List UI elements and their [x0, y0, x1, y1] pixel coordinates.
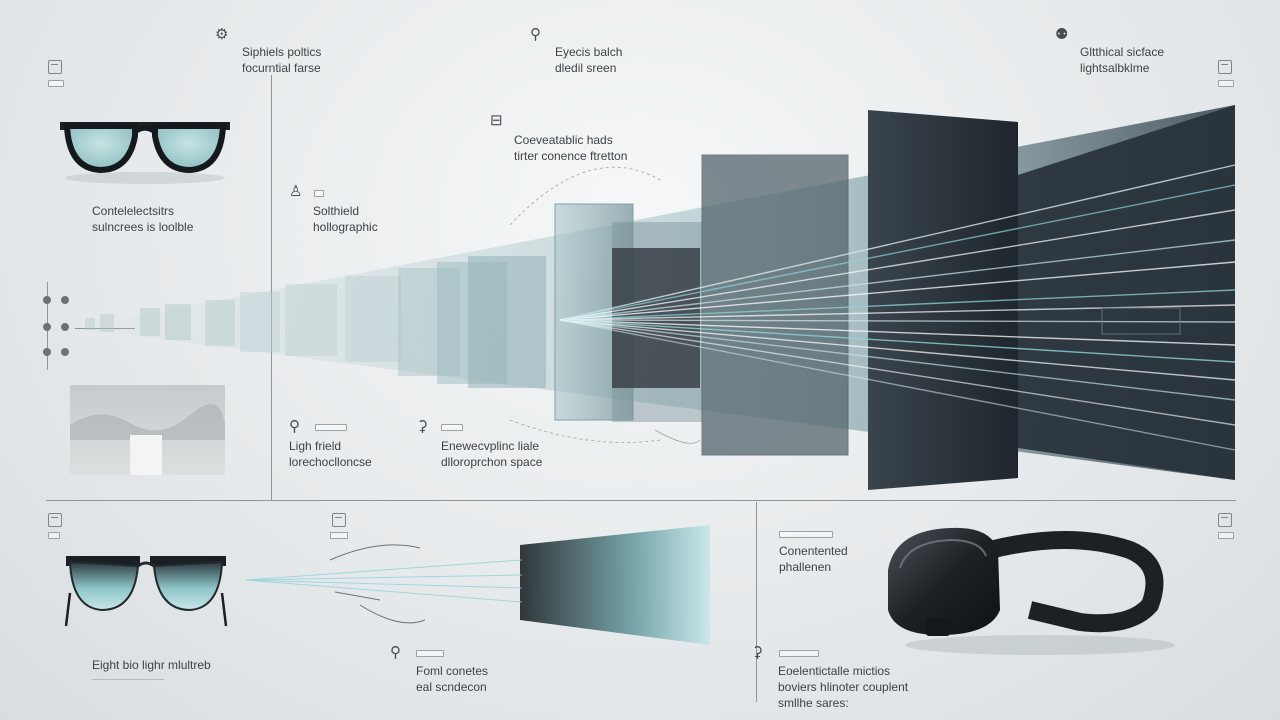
- ligh-label: Ligh frield lorechoclloncse: [289, 439, 372, 469]
- label-underline: [92, 679, 164, 680]
- info-icon: ⊟: [490, 112, 503, 129]
- frame-icon: [48, 513, 62, 527]
- dot[interactable]: [61, 296, 69, 304]
- dot[interactable]: [43, 323, 51, 331]
- contelet-label: Contelelectsitrs sulncrees is loolble: [92, 204, 194, 234]
- frame-icon: [48, 60, 62, 74]
- guthical-label: Gltthical sicface lightsalbklme: [1080, 45, 1165, 75]
- lens-icon: ⚲: [289, 418, 300, 435]
- frame-icon: [332, 513, 346, 527]
- label-tag: [48, 80, 64, 87]
- dot[interactable]: [43, 296, 51, 304]
- label-tag: [315, 424, 347, 431]
- label-tag: [779, 650, 819, 657]
- label-tag: [48, 532, 60, 539]
- solthield-label: Solthield hollographic: [313, 204, 378, 234]
- label-tag: [441, 424, 463, 431]
- eyecis-label: Eyecis balch dledil sreen: [555, 45, 623, 75]
- eye-icon: ⚳: [417, 418, 428, 435]
- contented-label: Conentented phallenen: [779, 544, 848, 574]
- label-tag: [330, 532, 348, 539]
- foml-label: Foml conetes eal scndecon: [416, 664, 489, 694]
- eight-label: Eight bio lighr mlultreb: [92, 658, 211, 672]
- lens-icon: ⚲: [530, 26, 541, 43]
- frame-icon: [1218, 60, 1232, 74]
- dot[interactable]: [61, 323, 69, 331]
- person-icon: ♙: [289, 183, 303, 200]
- optics-label: Siphiels poltics focurntial farse: [242, 45, 322, 75]
- beam-visual-small: [244, 525, 710, 645]
- enewe-label: Enewecvplinc liale dlloroprchon space: [441, 439, 543, 469]
- eoelentical-label: Eoelentictalle mictios boviers hlinoter …: [778, 664, 909, 710]
- coevaetabic-label: Coeveatablic hads tirter conence ftretto…: [514, 133, 628, 163]
- gear-icon: ⚙: [215, 26, 229, 43]
- label-tag: [1218, 532, 1234, 539]
- divider: [271, 75, 272, 500]
- vr-headset-icon: [888, 527, 1175, 655]
- glasses-icon: [60, 122, 230, 184]
- landscape-image: [70, 385, 225, 475]
- divider: [46, 500, 1236, 501]
- beam-lines: [559, 164, 1236, 451]
- dot[interactable]: [43, 348, 51, 356]
- label-tag: [416, 650, 444, 657]
- person-icon: ⚉: [1055, 26, 1069, 43]
- divider: [756, 502, 757, 702]
- label-tag: [1218, 80, 1234, 87]
- glasses-icon: [64, 556, 228, 627]
- label-tag: [314, 190, 324, 197]
- label-tag: [779, 531, 833, 538]
- eye-icon: ⚳: [752, 644, 763, 661]
- frame-icon: [1218, 513, 1232, 527]
- lens-icon: ⚲: [390, 644, 401, 661]
- dot[interactable]: [61, 348, 69, 356]
